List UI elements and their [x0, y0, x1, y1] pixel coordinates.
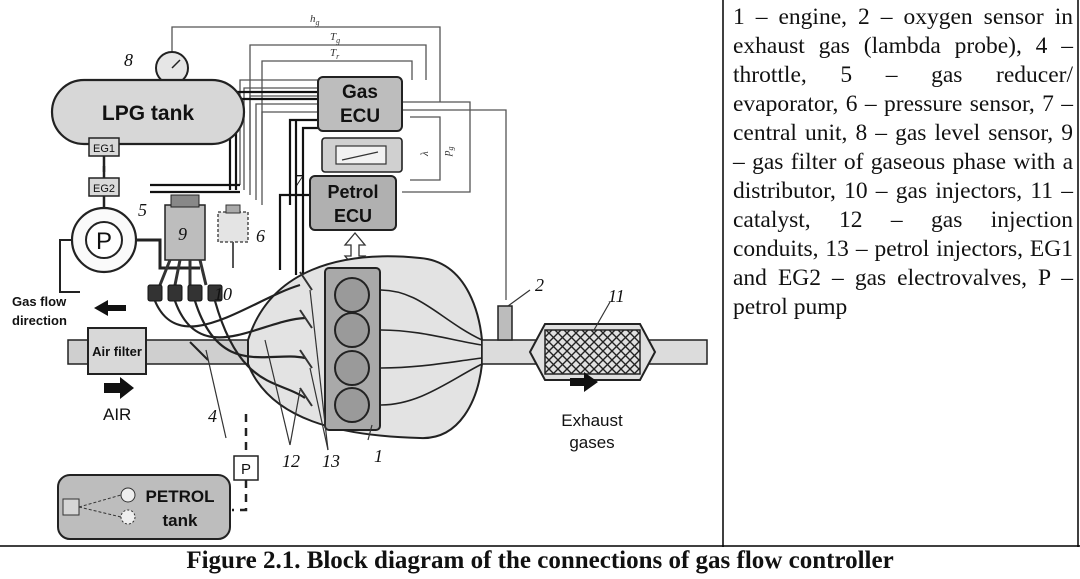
gas-flow-arrow — [94, 300, 126, 316]
lpg-tank-label: LPG tank — [102, 102, 195, 125]
petrol-pump-label: P — [241, 461, 251, 478]
petrol-ecu-label-line1: Petrol — [327, 182, 378, 202]
exhaust-label-line2: gases — [569, 433, 614, 452]
reducer-p-label: P — [96, 228, 112, 255]
petrol-injectors — [299, 271, 313, 407]
num-1: 1 — [374, 446, 383, 466]
air-label: AIR — [103, 405, 131, 424]
gas-injectors — [147, 284, 223, 302]
engine-assembly — [247, 255, 483, 440]
petrol-ecu: Petrol ECU — [309, 175, 397, 231]
lambda-probe — [497, 305, 513, 341]
air-filter — [87, 327, 147, 375]
num-13: 13 — [322, 451, 340, 471]
gas-filter — [158, 194, 208, 286]
flow-arrows — [94, 300, 598, 399]
signal-wires — [171, 26, 507, 300]
air-filter-label: Air filter — [92, 344, 142, 359]
figure-frame: LPG tank EG1 EG2 P Gas EC — [0, 0, 1080, 547]
engine-block — [324, 267, 381, 431]
exhaust-system — [481, 305, 708, 381]
petrol-tank: PETROL tank — [57, 474, 231, 540]
gas-flow-label-line1: Gas flow — [12, 294, 67, 309]
signal-pg-label: pg — [441, 147, 455, 158]
num-11: 11 — [608, 286, 625, 306]
num-2: 2 — [535, 275, 544, 295]
petrol-tank-label-line2: tank — [163, 511, 199, 530]
signal-tr-label: Tr — [330, 47, 340, 61]
figure-caption: Figure 2.1. Block diagram of the connect… — [186, 547, 894, 574]
eg1-valve — [88, 137, 120, 157]
exhaust-arrow — [570, 372, 598, 392]
gas-ecu: Gas ECU — [317, 76, 403, 132]
catalyst — [544, 329, 641, 375]
block-diagram: LPG tank EG1 EG2 P Gas EC — [0, 0, 1080, 547]
gas-ecu-label-line1: Gas — [342, 82, 378, 103]
num-5: 5 — [138, 200, 147, 220]
air-arrow — [104, 377, 134, 399]
signal-tg-label: Tg — [330, 31, 340, 45]
num-12: 12 — [282, 451, 300, 471]
num-9: 9 — [178, 224, 187, 244]
central-unit — [321, 137, 403, 173]
leader-lines — [205, 289, 611, 451]
num-7: 7 — [294, 171, 304, 191]
gas-flow-label-line2: direction — [12, 313, 67, 328]
intake-pipe: Air filter — [67, 327, 249, 375]
pressure-sensor — [217, 204, 249, 268]
petrol-tank-label-line1: PETROL — [146, 487, 215, 506]
gas-conduits — [153, 283, 306, 399]
num-8: 8 — [124, 50, 133, 70]
legend-text: 1 – engine, 2 – oxygen sensor in exhaust… — [733, 4, 1073, 320]
eg2-valve — [88, 177, 120, 197]
petrol-ecu-label-line2: ECU — [334, 206, 372, 226]
gas-reducer: P — [59, 206, 200, 293]
exhaust-label-line1: Exhaust — [561, 411, 623, 430]
signal-labels: hg Tg Tr λ pg — [310, 13, 455, 157]
signal-lambda-label: λ — [419, 151, 431, 157]
num-10: 10 — [214, 284, 232, 304]
eg2-label: EG2 — [93, 183, 115, 195]
eg1-label: EG1 — [93, 143, 115, 155]
signal-h-label: hg — [310, 13, 320, 27]
lpg-tank: LPG tank — [50, 78, 246, 146]
frame-lines — [0, 0, 1080, 547]
num-6: 6 — [256, 226, 265, 246]
num-4: 4 — [208, 406, 217, 426]
petrol-pump: P — [232, 414, 259, 512]
gas-ecu-label-line2: ECU — [340, 106, 380, 127]
